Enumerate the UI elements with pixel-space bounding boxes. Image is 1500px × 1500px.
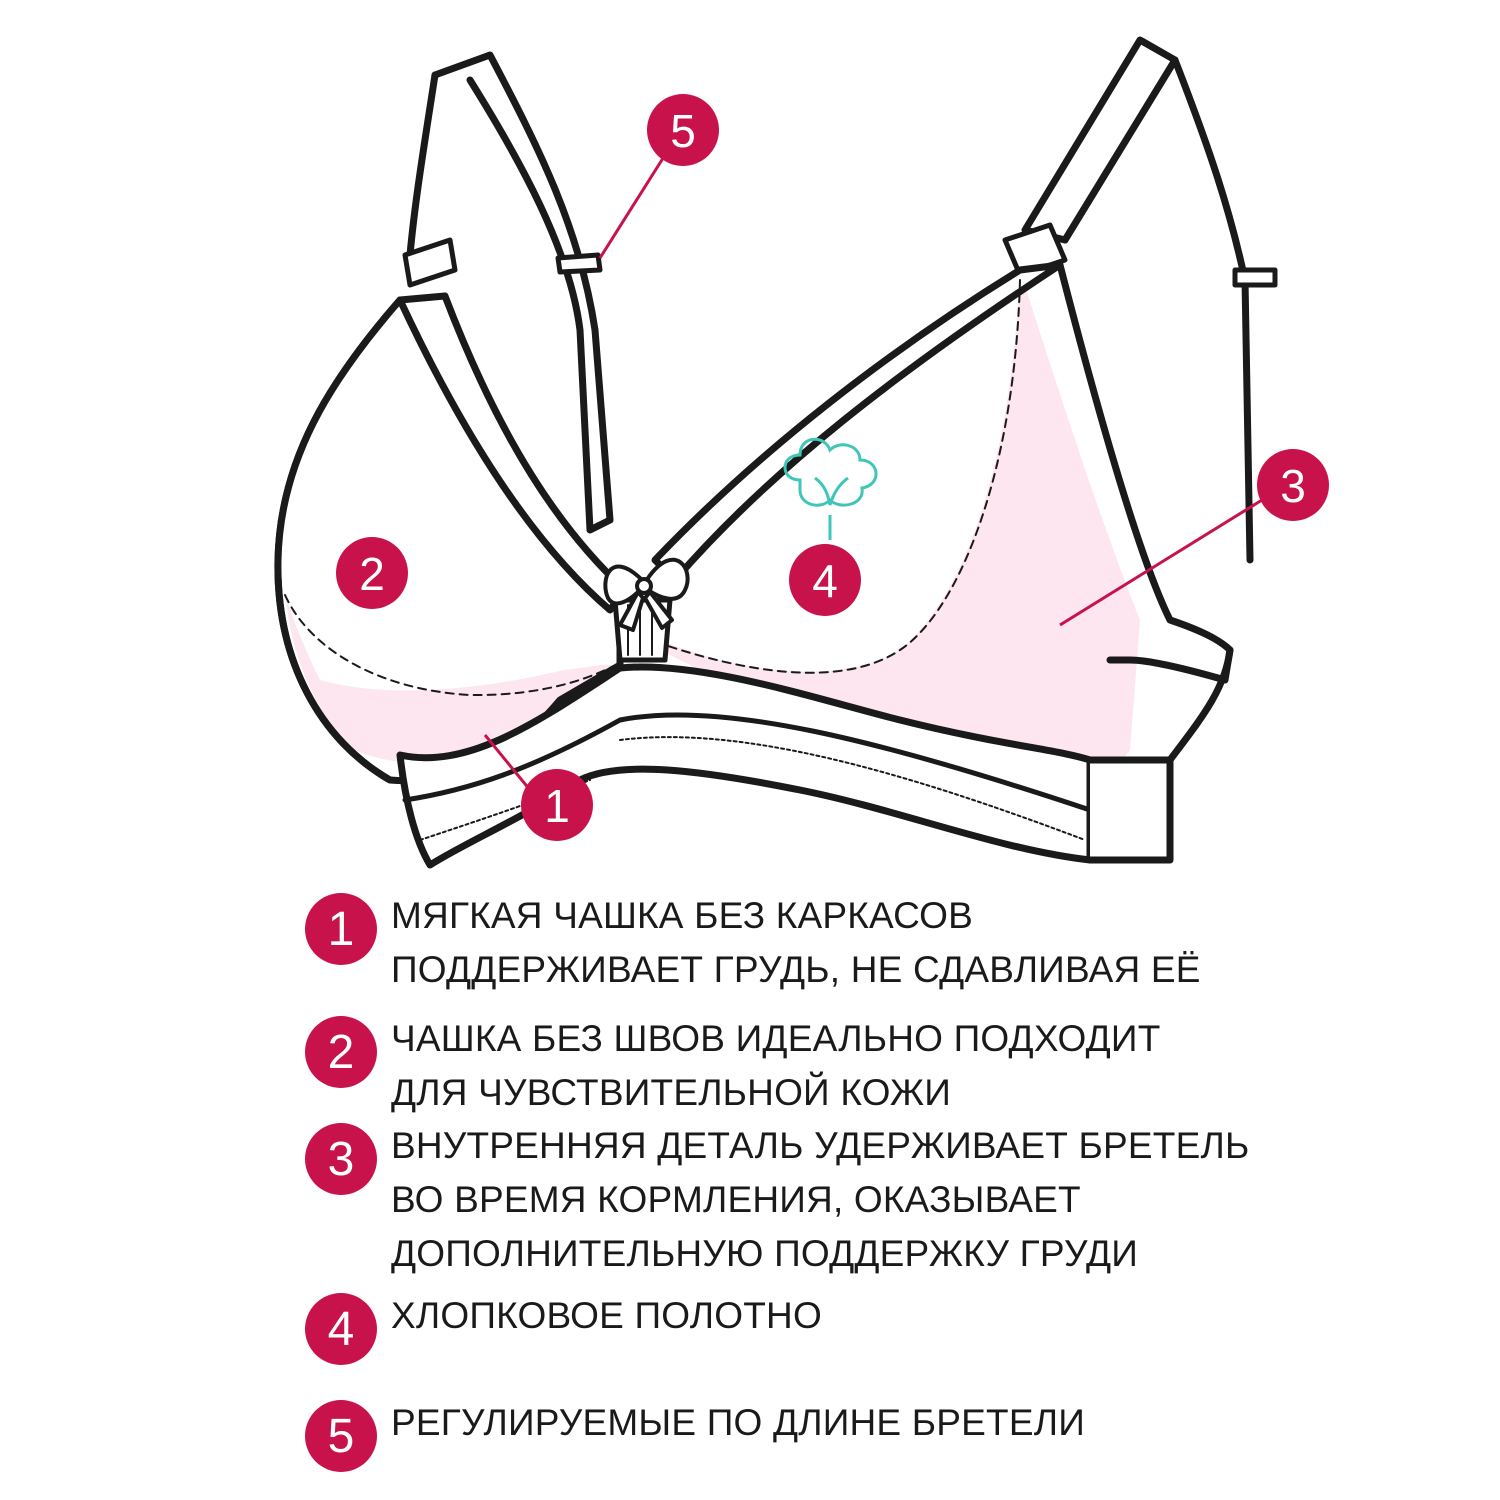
svg-text:2: 2	[359, 548, 385, 600]
right-strap	[1021, 36, 1179, 244]
right-strap-back	[1171, 56, 1254, 564]
marker-1: 1	[521, 769, 593, 841]
legend-item-3: 3 ВНУТРЕННЯЯ ДЕТАЛЬ УДЕРЖИВАЕТ БРЕТЕЛЬ В…	[305, 1123, 1249, 1277]
legend-badge-2: 2	[305, 1016, 377, 1088]
svg-text:1: 1	[544, 780, 570, 832]
right-cup-lining	[660, 270, 1140, 800]
svg-text:3: 3	[1280, 460, 1306, 512]
underband	[396, 663, 1094, 869]
right-strap-slider	[1232, 267, 1278, 288]
bra-diagram: 5 3 2 4 1	[274, 36, 1329, 869]
legend-text-1: МЯГКАЯ ЧАШКА БЕЗ КАРКАСОВ ПОДДЕРЖИВАЕТ Г…	[391, 895, 1201, 990]
legend-item-5: 5 РЕГУЛИРУЕМЫЕ ПО ДЛИНЕ БРЕТЕЛИ	[305, 1400, 1085, 1472]
marker-5: 5	[647, 94, 719, 166]
bow-icon	[603, 557, 690, 632]
legend-item-1: 1 МЯГКАЯ ЧАШКА БЕЗ КАРКАСОВ ПОДДЕРЖИВАЕТ…	[305, 893, 1201, 993]
marker-3: 3	[1257, 449, 1329, 521]
svg-text:5: 5	[670, 105, 696, 157]
legend-text-4: ХЛОПКОВОЕ ПОЛОТНО	[391, 1295, 822, 1336]
left-strap-slider	[402, 237, 603, 288]
legend-badge-1: 1	[305, 893, 377, 965]
left-strap	[431, 51, 614, 534]
callout-line-3	[1059, 498, 1263, 627]
legend-item-2: 2 ЧАШКА БЕЗ ШВОВ ИДЕАЛЬНО ПОДХОДИТ ДЛЯ Ч…	[305, 1016, 1161, 1116]
legend-badge-5: 5	[305, 1400, 377, 1472]
legend-badge-4: 4	[305, 1293, 377, 1365]
right-strap-hook	[1002, 222, 1068, 278]
legend-text-3: ВНУТРЕННЯЯ ДЕТАЛЬ УДЕРЖИВАЕТ БРЕТЕЛЬ ВО …	[391, 1125, 1250, 1274]
legend-text-5: РЕГУЛИРУЕМЫЕ ПО ДЛИНЕ БРЕТЕЛИ	[391, 1402, 1085, 1443]
marker-2: 2	[336, 537, 408, 609]
cotton-flower-icon	[783, 437, 878, 540]
svg-text:4: 4	[812, 555, 838, 607]
legend-badge-3: 3	[305, 1123, 377, 1195]
legend-text-2: ЧАШКА БЕЗ ШВОВ ИДЕАЛЬНО ПОДХОДИТ ДЛЯ ЧУВ…	[391, 1018, 1161, 1113]
callout-line-5	[598, 154, 667, 259]
legend-item-4: 4 ХЛОПКОВОЕ ПОЛОТНО	[305, 1293, 822, 1365]
left-strap-back	[406, 71, 439, 259]
callout-line-1	[483, 734, 532, 791]
marker-4: 4	[789, 544, 861, 616]
